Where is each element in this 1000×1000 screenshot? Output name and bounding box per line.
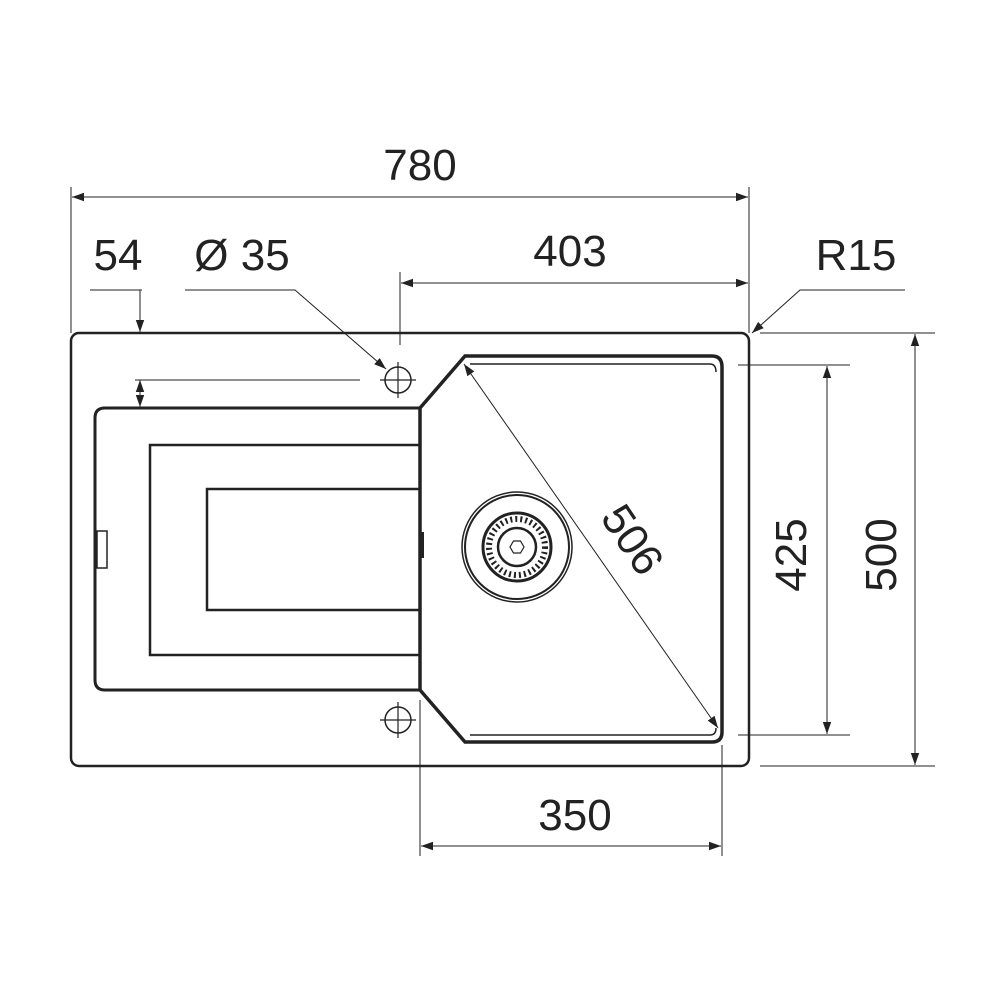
label-425: 425 <box>767 518 816 591</box>
dimension-bowl-diagonal <box>463 363 719 729</box>
drainer-outline <box>93 406 420 692</box>
dimension-bowl-depth <box>738 364 850 736</box>
dimension-bowl-width-bottom <box>419 700 723 856</box>
drain-strainer-icon <box>461 491 573 603</box>
tap-hole-top-icon <box>380 362 416 398</box>
label-diameter-35: Ø 35 <box>194 231 289 280</box>
tap-hole-bottom-icon <box>380 702 416 738</box>
bowl-outline <box>418 354 724 744</box>
dimension-tap-hole <box>185 289 387 370</box>
overflow-slot <box>96 530 108 569</box>
label-500: 500 <box>857 518 906 591</box>
label-506: 506 <box>591 496 673 584</box>
drainer-groove-middle <box>148 443 420 657</box>
drainer-groove-inner <box>205 487 420 612</box>
dimension-drainer-offset <box>90 289 360 407</box>
label-350: 350 <box>538 791 611 840</box>
bowl-side-mark <box>420 532 424 558</box>
dimension-bowl-width-top <box>399 272 748 345</box>
dimension-overall-width <box>70 187 750 333</box>
label-54: 54 <box>94 231 143 280</box>
label-780: 780 <box>383 141 456 190</box>
dimension-overall-depth <box>760 332 935 767</box>
dimension-corner-radius <box>751 289 905 334</box>
label-r15: R15 <box>816 231 897 280</box>
label-403: 403 <box>533 227 606 276</box>
sink-outline <box>69 331 751 768</box>
